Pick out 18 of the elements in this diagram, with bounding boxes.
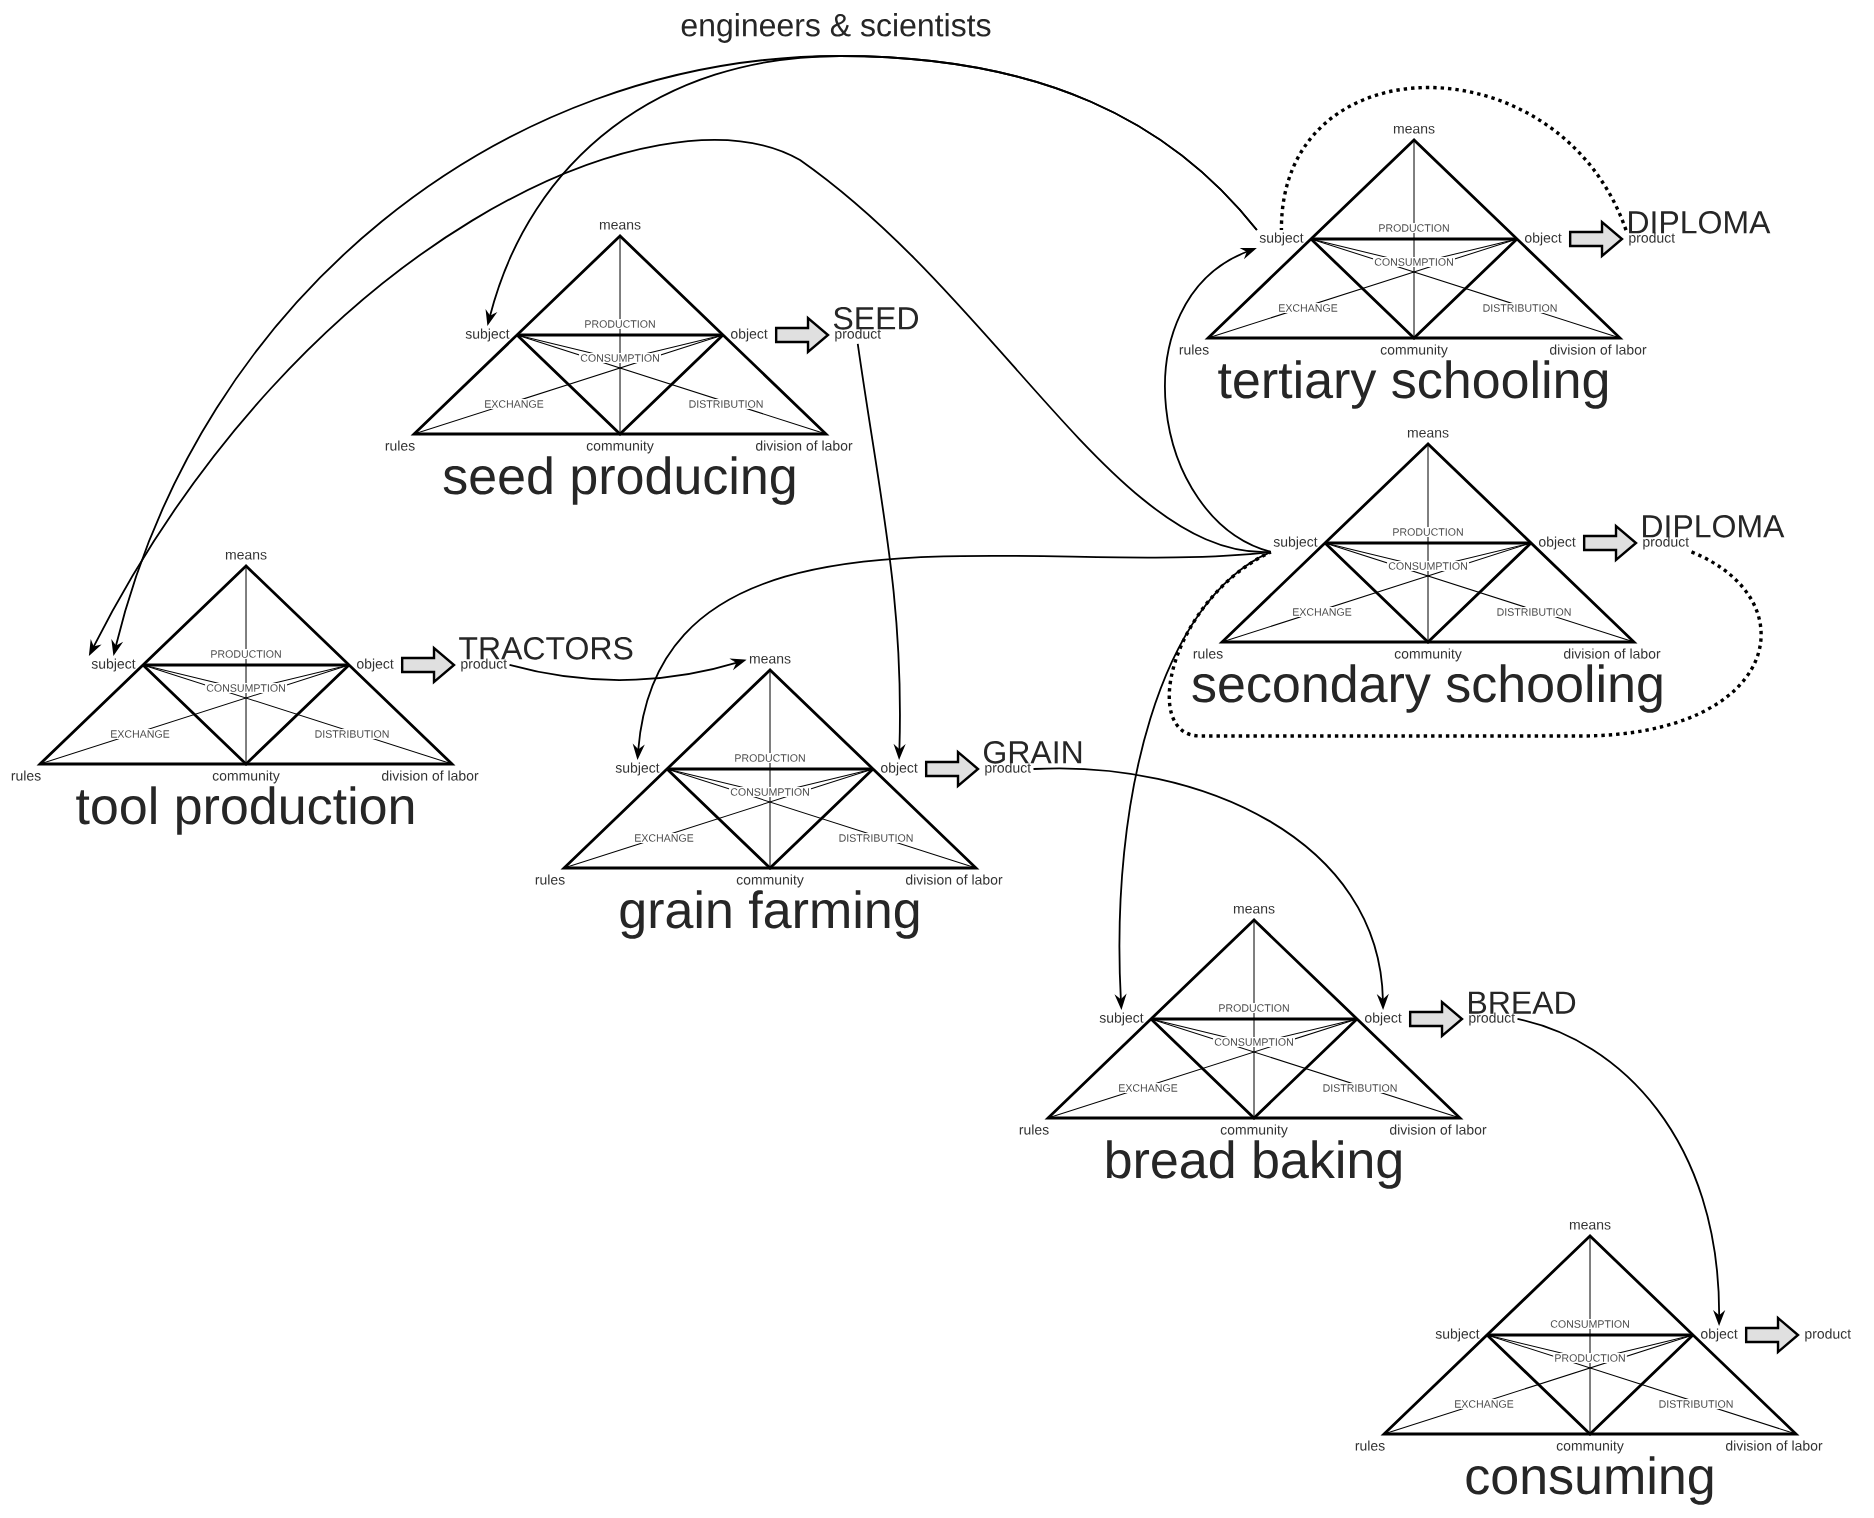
activity-title: secondary schooling xyxy=(1192,664,1662,713)
block-arrow xyxy=(1744,1315,1800,1355)
block-arrow xyxy=(400,645,456,685)
activity-title: consuming xyxy=(1466,1456,1713,1505)
block-arrow xyxy=(1408,999,1464,1039)
activity-title: bread baking xyxy=(1107,1140,1401,1189)
edge-label: engineers & scientists xyxy=(681,13,991,43)
block-arrow xyxy=(1568,219,1624,259)
activity-title: tertiary schooling xyxy=(1218,360,1608,409)
activity-title: grain farming xyxy=(620,890,919,939)
block-arrow xyxy=(774,315,830,355)
activity-title: tool production xyxy=(76,786,414,835)
block-arrow xyxy=(924,749,980,789)
block-arrow xyxy=(1582,523,1638,563)
dotted-line xyxy=(1167,550,1763,738)
dotted-line xyxy=(1279,86,1628,231)
arrow xyxy=(1164,247,1272,553)
activity-title: seed producing xyxy=(443,456,795,505)
